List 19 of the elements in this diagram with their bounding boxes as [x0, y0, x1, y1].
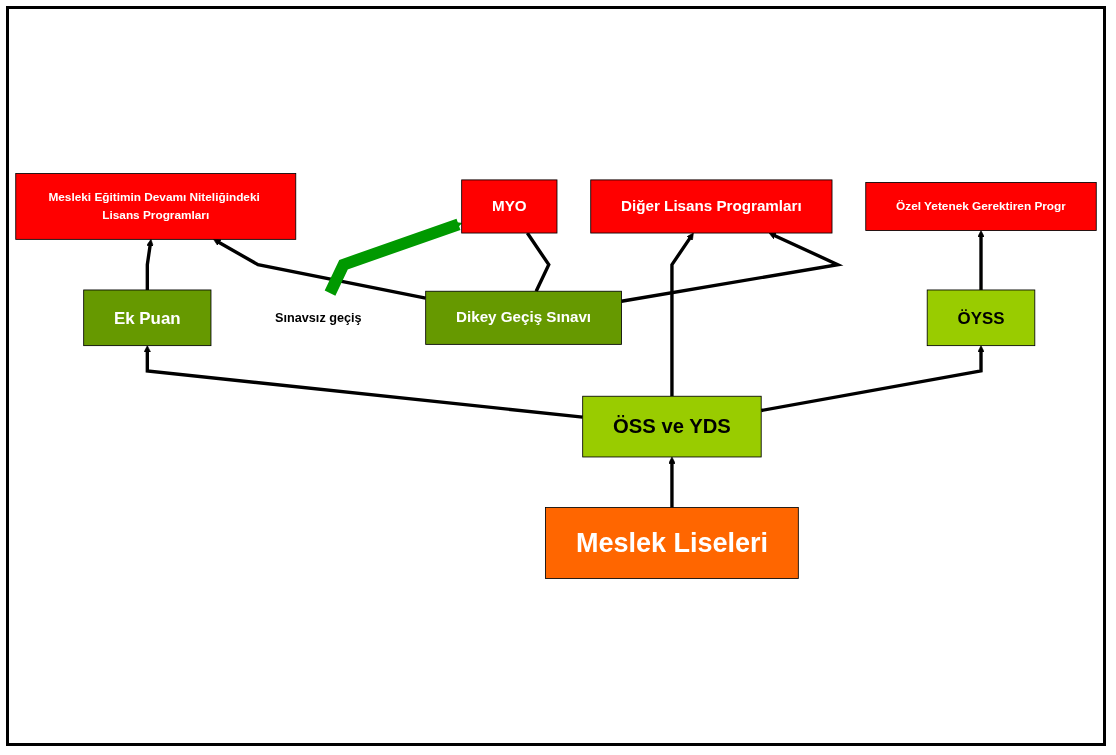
arrow	[977, 230, 985, 290]
arrow	[145, 239, 154, 290]
node-box: Diğer Lisans Programları	[590, 179, 833, 234]
arrow	[670, 232, 694, 397]
node-box: Mesleki Eğitimin Devamı Niteliğindeki Lisans Programları	[15, 173, 297, 240]
node-box: MYO	[461, 179, 558, 234]
node-box: Dikey Geçiş Sınavı	[425, 290, 622, 345]
arrow	[668, 456, 676, 508]
node-box: Ek Puan	[83, 289, 212, 347]
node-box: ÖYSS	[926, 289, 1036, 347]
arrow	[143, 345, 583, 419]
arrow	[621, 232, 844, 303]
arrow	[324, 218, 462, 296]
node-box: Meslek Liseleri	[545, 507, 799, 579]
node-box: Özel Yetenek Gerektiren Progr	[865, 182, 1097, 231]
node-text: Sınavsız geçiş	[275, 310, 362, 325]
arrow	[213, 239, 426, 300]
node-box: ÖSS ve YDS	[582, 395, 762, 458]
arrow	[760, 345, 985, 413]
